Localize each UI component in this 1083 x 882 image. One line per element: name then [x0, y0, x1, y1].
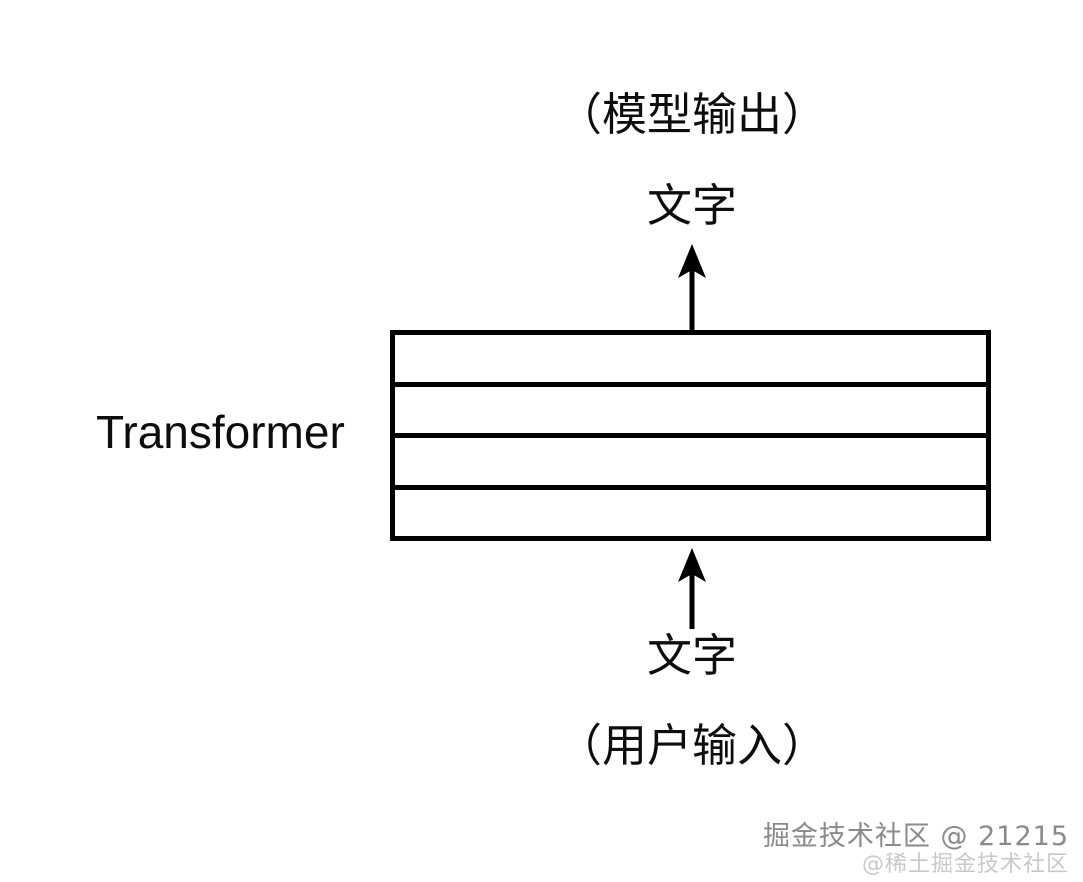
transformer-box [390, 330, 991, 541]
output-text-label: 文字 [646, 179, 737, 232]
model-output-caption: （模型输出） [556, 88, 827, 141]
transformer-layer-3 [395, 438, 986, 490]
transformer-layer-2 [395, 386, 986, 438]
user-input-caption: （用户输入） [556, 719, 827, 772]
input-arrow-icon [678, 548, 706, 629]
transformer-label: Transformer [96, 406, 345, 458]
watermark: 掘金技术社区 @ 21215 @稀土掘金技术社区 [762, 820, 1069, 877]
transformer-layer-4 [395, 489, 986, 536]
input-text-label: 文字 [646, 629, 737, 682]
transformer-layer-1 [395, 335, 986, 387]
watermark-secondary-text: @稀土掘金技术社区 [861, 851, 1069, 877]
watermark-primary-text: 掘金技术社区 @ 21215 [762, 820, 1069, 852]
output-arrow-icon [678, 244, 706, 335]
